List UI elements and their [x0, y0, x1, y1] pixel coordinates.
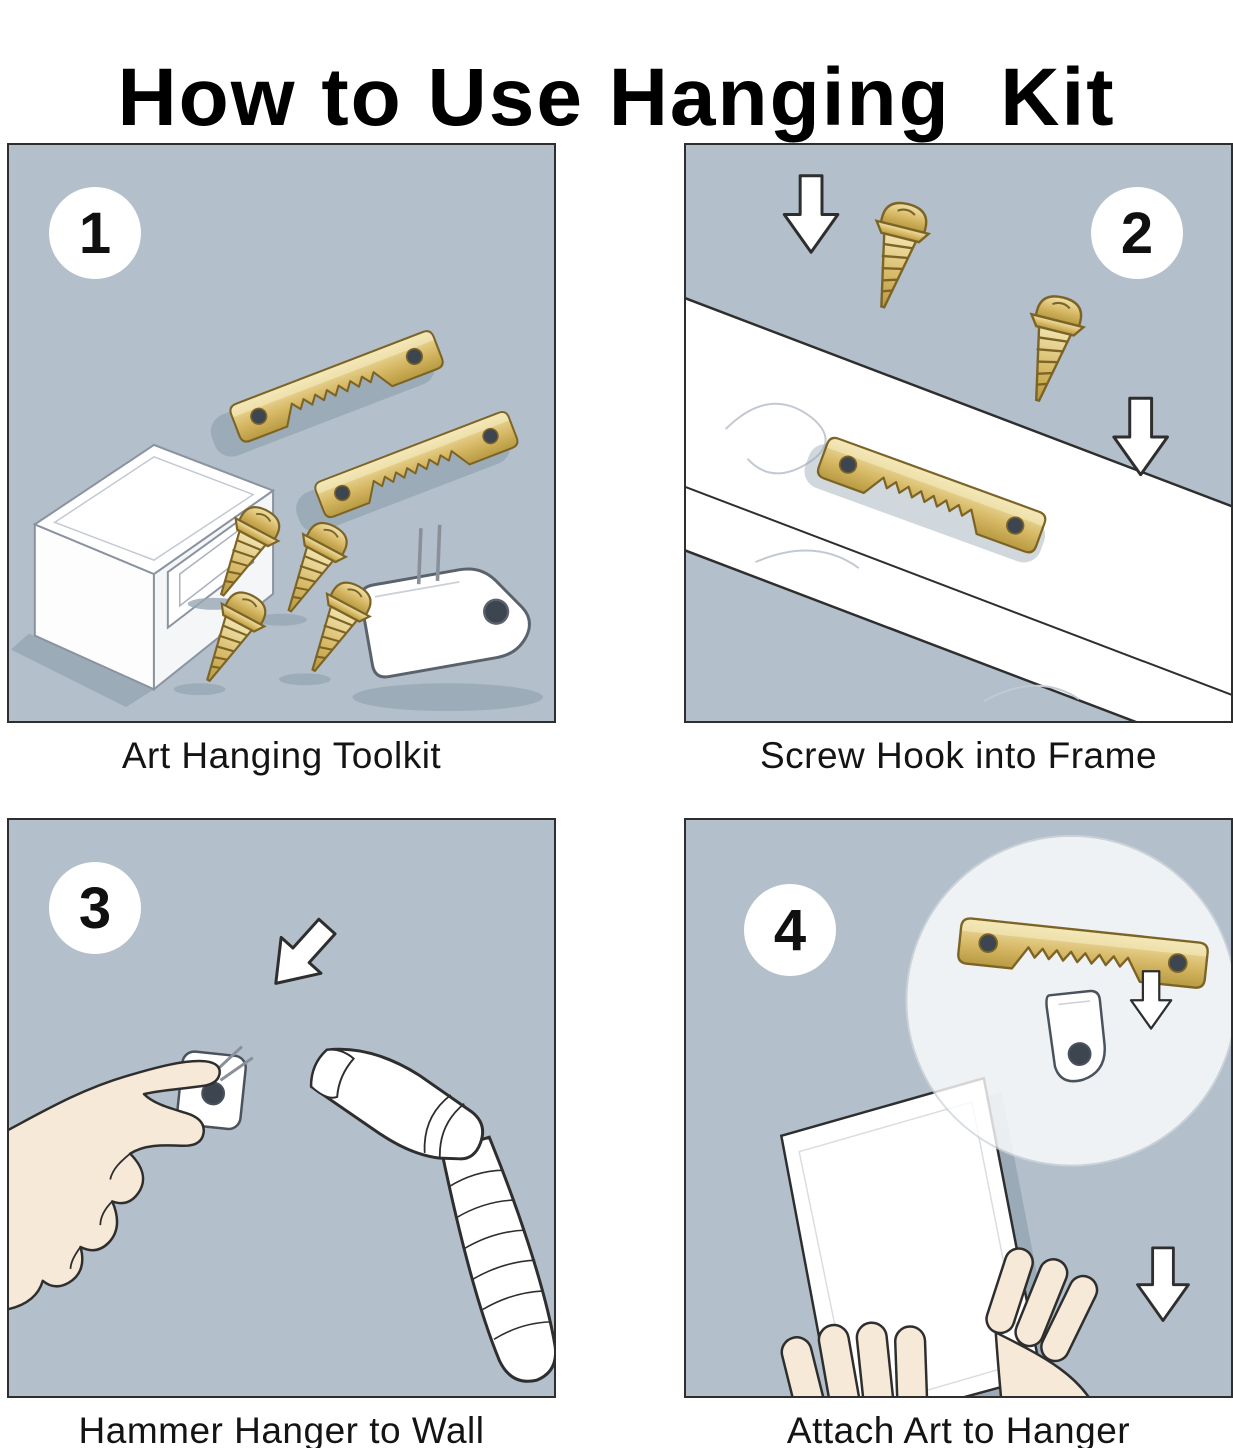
panel-1-caption: Art Hanging Toolkit [121, 735, 442, 776]
attach-art-illustration [779, 834, 1231, 1396]
step-number-badge: 4 [744, 884, 836, 976]
frame-board-illustration [686, 297, 1231, 721]
panel-4-frame: 4 [684, 818, 1233, 1398]
down-arrow-icon [1136, 1246, 1190, 1322]
screw-shadow [255, 613, 307, 626]
page-title: How to Use Hanging Kit [117, 51, 1116, 143]
panel-3: 3 Hammer Hanger to Wall [7, 818, 556, 1448]
hammer-to-wall-illustration [9, 907, 554, 1383]
step-number: 3 [78, 875, 112, 941]
screw-icon [855, 196, 936, 315]
step-number: 1 [78, 200, 112, 266]
toolkit-illustration [10, 327, 544, 712]
wall-hook-illustration [359, 524, 531, 679]
panel-2-caption: Screw Hook into Frame [759, 735, 1158, 776]
panel-4: 4 Attach Art to Hanger [684, 818, 1233, 1448]
panel-2: 2 Screw Hook into Frame [684, 143, 1233, 777]
diagonal-arrow-icon [254, 907, 349, 1003]
step-number-badge: 1 [49, 187, 141, 279]
hand-illustration [9, 1059, 221, 1311]
hammer-illustration [309, 1047, 554, 1383]
screw-shadow [173, 683, 226, 696]
panel-1: 1 Art Hanging Toolkit [7, 143, 556, 777]
panel-2-frame: 2 [684, 143, 1233, 723]
step-number-badge: 2 [1091, 187, 1183, 279]
panel-3-frame: 3 [7, 818, 556, 1398]
panel-4-caption: Attach Art to Hanger [786, 1410, 1131, 1448]
step-number: 4 [773, 897, 807, 963]
screw-into-frame-illustration [686, 174, 1231, 721]
panel-1-frame: 1 [7, 143, 556, 723]
left-hand-illustration [780, 1321, 929, 1396]
panel-3-caption: Hammer Hanger to Wall [78, 1410, 485, 1448]
down-arrow-icon [782, 174, 840, 254]
screw-icon [1010, 289, 1091, 408]
hook-illustration [1045, 989, 1106, 1083]
step-number-badge: 3 [49, 862, 141, 954]
screw-shadow [279, 673, 331, 686]
right-hand-illustration [985, 1247, 1099, 1396]
step-number: 2 [1120, 200, 1154, 266]
hook-shadow [352, 683, 544, 712]
